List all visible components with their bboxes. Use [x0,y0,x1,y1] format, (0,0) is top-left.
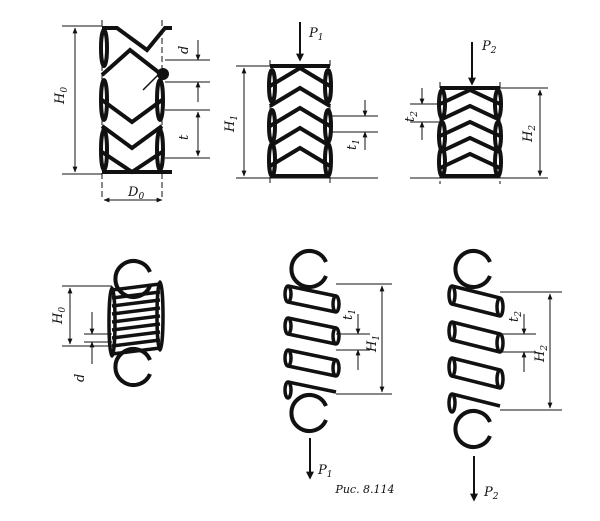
label-t: t [177,134,192,140]
label-H0: H0 [53,87,70,105]
extension-spring-load2: P2 H2 t2 [447,249,562,502]
extension-spring-load1-hooks [289,249,328,433]
label-ext-d: d [73,374,88,382]
compression-spring-load1-coils [267,64,333,178]
extension-spring-free-coils [107,280,165,358]
compression-spring-load2: P2 H2 t2 [403,39,548,184]
compression-spring-load2-coils [437,86,503,178]
extension-spring-load1-dimensions [336,283,392,395]
label-P1-top: P1 [308,26,323,43]
wire-section-d [157,68,169,80]
extension-spring-load1: P1 H1 t1 [283,249,392,480]
compression-spring-load2-centerlines [439,82,501,184]
compression-spring-load1: P1 H1 t1 [223,22,378,184]
label-P2-top: P2 [481,39,497,56]
compression-spring-free-dimensions [62,25,210,203]
compression-spring-load2-dimensions [410,87,548,179]
extension-spring-free-dimensions [62,285,112,364]
label-t2: t2 [403,111,420,122]
label-P1-bottom: P1 [317,463,332,480]
label-H2: H2 [521,125,538,143]
label-P2-bottom: P2 [483,485,499,502]
label-t1: t1 [345,139,362,150]
extension-spring-free: H0 d [51,259,165,387]
extension-spring-load2-hooks [453,249,492,449]
compression-spring-free-coils [99,26,172,175]
wire-leader [142,69,164,91]
compression-spring-load1-centerlines [269,60,331,184]
label-ext-H1: H1 [365,335,382,353]
extension-spring-load2-dimensions [500,291,562,411]
compression-spring-free-centerlines [101,20,163,200]
compression-spring-free: H0 d t D0 [53,20,210,203]
label-ext-H0: H0 [51,307,68,325]
extension-spring-free-hooks [113,259,152,387]
label-ext-t1: t1 [341,309,358,320]
label-ext-t2: t2 [507,311,524,322]
label-H1: H1 [223,115,240,133]
label-D0: D0 [127,185,144,202]
extension-spring-load1-coils [283,284,341,400]
label-ext-H2: H2 [533,345,550,363]
compression-spring-load1-dimensions [236,65,378,179]
extension-spring-load2-coils [447,284,505,414]
figure-caption: Рис. 8.114 [334,483,394,496]
label-d: d [177,46,192,54]
